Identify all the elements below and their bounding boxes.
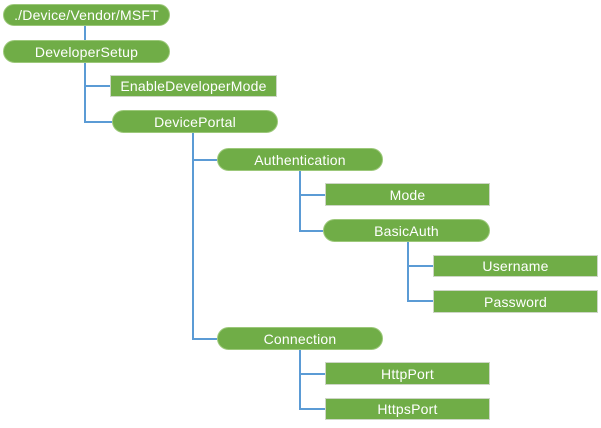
node-username: Username xyxy=(433,255,598,277)
connector-developersetup-enabledevelopermode xyxy=(86,85,110,87)
node-root: ./Device/Vendor/MSFT xyxy=(3,4,170,26)
node-basic-auth: BasicAuth xyxy=(323,219,490,242)
connector-trunk-connection xyxy=(299,350,301,410)
node-developer-setup: DeveloperSetup xyxy=(3,40,170,63)
connector-connection-httpsport xyxy=(301,408,325,410)
connector-root-developersetup xyxy=(84,26,86,40)
node-http-port: HttpPort xyxy=(325,362,490,385)
connector-trunk-authentication xyxy=(299,171,301,232)
node-password: Password xyxy=(433,290,598,313)
connector-trunk-basicauth xyxy=(407,242,409,302)
connector-connection-httpport xyxy=(301,373,325,375)
node-connection: Connection xyxy=(217,327,383,350)
connector-trunk-deviceportal xyxy=(192,133,194,340)
connector-developersetup-deviceportal xyxy=(86,121,112,123)
node-enable-developer-mode: EnableDeveloperMode xyxy=(110,75,277,97)
connector-deviceportal-connection xyxy=(194,338,217,340)
connector-deviceportal-authentication xyxy=(194,159,217,161)
connector-basicauth-username xyxy=(409,265,433,267)
node-https-port: HttpsPort xyxy=(325,398,490,420)
node-mode: Mode xyxy=(325,183,490,206)
node-authentication: Authentication xyxy=(217,148,383,171)
connector-basicauth-password xyxy=(409,300,433,302)
node-device-portal: DevicePortal xyxy=(112,110,278,133)
connector-authentication-basicauth xyxy=(301,230,323,232)
connector-trunk-developersetup xyxy=(84,63,86,123)
connector-authentication-mode xyxy=(301,194,325,196)
